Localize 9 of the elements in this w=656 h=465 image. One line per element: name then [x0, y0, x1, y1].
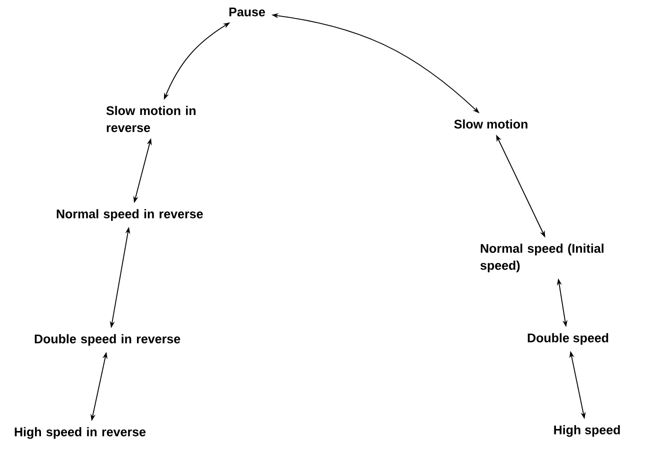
node-label: Double speed	[528, 333, 608, 345]
node-label: Pause	[229, 8, 265, 16]
node-label: Double speed in reverse	[34, 334, 180, 346]
node-label: High speed	[554, 425, 620, 437]
node-label: High speed in reverse	[14, 427, 146, 439]
node-label: Slow motion in reverse	[106, 106, 196, 132]
node-label: Normal speed in reverse	[56, 209, 203, 221]
node-label: Normal speed (Initial speed)	[480, 244, 604, 272]
node-label: Slow motion	[454, 119, 528, 129]
